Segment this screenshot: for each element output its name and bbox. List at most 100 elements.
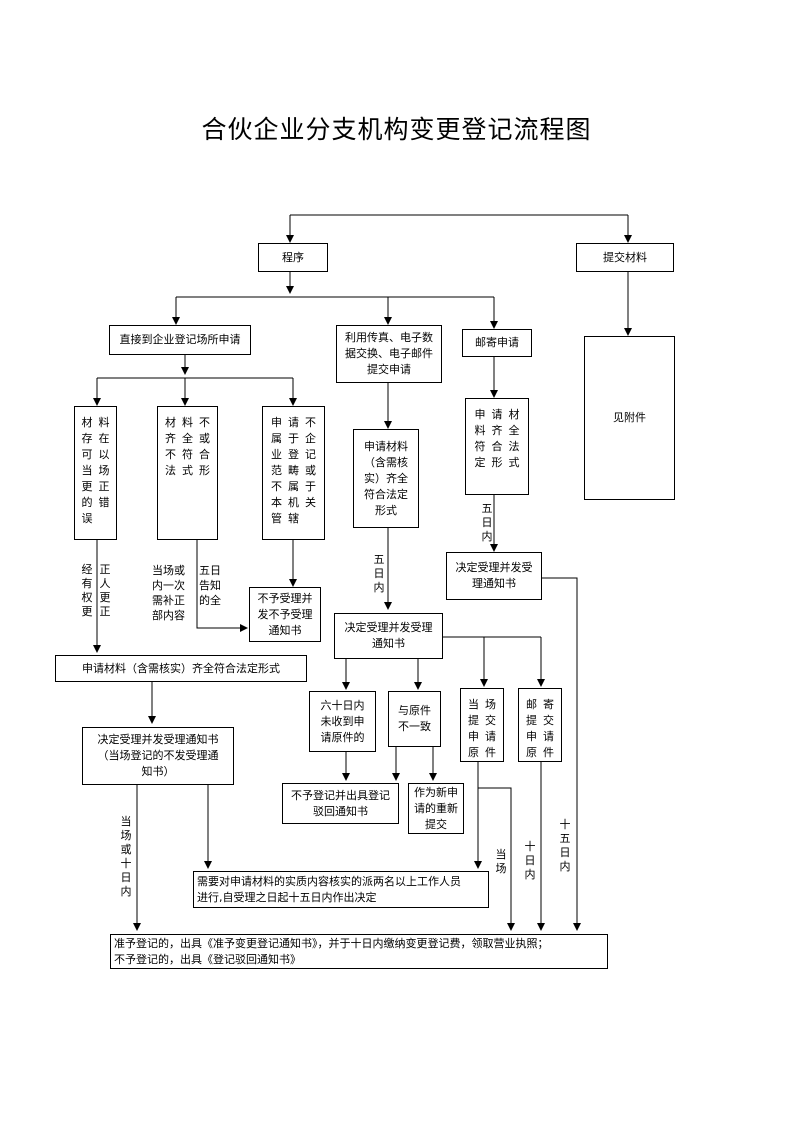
glyph: 关	[305, 496, 316, 509]
glyph: 人	[99, 577, 111, 590]
glyph: 的	[81, 496, 93, 509]
glyph: 料	[182, 416, 193, 429]
node-materials-complete: 申请材料（含需核实）齐全符合法定形式	[55, 655, 307, 682]
node-incomplete: 材齐不法 料全符式 不或合形	[157, 406, 218, 540]
glyph: 不	[165, 448, 176, 461]
page-title: 合伙企业分支机构变更登记流程图	[201, 115, 592, 144]
glyph: 正	[99, 605, 111, 618]
glyph: 更	[99, 591, 111, 604]
node-direct-apply: 直接到企业登记场所申请	[109, 325, 251, 355]
glyph: 或	[199, 432, 210, 445]
glyph: 场	[120, 829, 132, 842]
glyph: 请	[543, 730, 554, 743]
node-final: 准予登记的，出具《准予变更登记通知书》，并于十日内缴纳变更登记费，领取营业执照；…	[110, 934, 608, 969]
glyph: 范	[271, 464, 282, 477]
glyph: 式	[182, 464, 193, 477]
glyph: 十	[120, 857, 132, 870]
glyph: 请	[485, 730, 496, 743]
glyph: 寄	[543, 698, 554, 711]
glyph: 原	[526, 746, 537, 759]
node-decide-accept-electronic: 决定受理并发受理 通知书	[334, 613, 443, 659]
label-five-days-electronic: 五日内	[372, 553, 386, 595]
label-fifteen-days: 十五日内	[558, 818, 572, 874]
glyph: 符	[182, 448, 193, 461]
glyph: 邮	[526, 698, 537, 711]
node-onsite-original: 当提申原 场交请件	[460, 688, 504, 762]
connector	[196, 540, 248, 632]
glyph: 机	[288, 496, 299, 509]
glyph: 申	[271, 416, 282, 429]
node-correct-on-site: 材存可当更的误 料在以场正错	[74, 406, 117, 540]
glyph: 齐	[165, 432, 176, 445]
glyph: 场	[485, 698, 496, 711]
glyph: 齐	[491, 424, 503, 437]
glyph: 十	[524, 840, 536, 853]
glyph: 场	[98, 464, 110, 477]
glyph: 畴	[288, 464, 299, 477]
glyph: 申	[474, 408, 486, 421]
glyph: 内	[373, 581, 385, 594]
glyph: 日	[559, 846, 571, 859]
glyph: 场	[495, 862, 507, 875]
node-mail-original: 邮提申原 寄交请件	[518, 688, 562, 762]
glyph: 于	[288, 432, 299, 445]
glyph: 当	[81, 464, 93, 477]
glyph: 内	[559, 860, 571, 873]
glyph: 日	[524, 854, 536, 867]
glyph: 原	[468, 746, 479, 759]
glyph: 正	[98, 480, 110, 493]
glyph: 以	[98, 448, 110, 461]
glyph: 材	[81, 416, 93, 429]
glyph: 业	[271, 448, 282, 461]
node-sixty-days: 六十日内 未收到申 请原件的	[309, 691, 376, 752]
glyph: 或	[305, 464, 316, 477]
glyph: 当	[495, 848, 507, 861]
glyph: 属	[271, 432, 282, 445]
glyph: 料	[474, 424, 486, 437]
glyph: 日	[120, 871, 132, 884]
glyph: 有	[81, 577, 93, 590]
glyph: 五	[481, 502, 493, 515]
glyph: 提	[468, 714, 479, 727]
glyph: 错	[98, 496, 110, 509]
node-electronic-apply: 利用传真、电子数 据交换、电子邮件 提交申请	[336, 325, 442, 383]
node-resubmit: 作为新申 请的重新 提交	[408, 783, 464, 834]
node-not-in-scope: 申属业范不本管 请于登畴属机辖 不企记或于关	[262, 406, 325, 540]
glyph: 定	[474, 456, 486, 469]
glyph: 式	[508, 456, 520, 469]
node-inconsistent: 与原件 不一致	[388, 691, 441, 747]
glyph: 于	[305, 480, 316, 493]
label-notify-once: 当场或 内一次 需补正 部内容	[152, 564, 185, 622]
glyph: 权	[81, 591, 93, 604]
glyph: 申	[526, 730, 537, 743]
glyph: 十	[559, 818, 571, 831]
glyph: 内	[120, 885, 132, 898]
glyph: 材	[508, 408, 520, 421]
node-decide-accept-mail: 决定受理并发受 理通知书	[446, 552, 542, 600]
connector	[478, 787, 515, 931]
label-ten-days: 十日内	[523, 840, 537, 882]
glyph: 日	[373, 567, 385, 580]
glyph: 五	[373, 553, 385, 566]
glyph: 法	[165, 464, 176, 477]
glyph: 本	[271, 496, 282, 509]
glyph: 经	[81, 563, 93, 576]
glyph: 合	[199, 448, 210, 461]
label-five-days-mail: 五日内	[480, 502, 494, 544]
label-correct-right: 正人更正	[98, 563, 112, 619]
glyph: 存	[81, 432, 93, 445]
glyph: 料	[98, 416, 110, 429]
node-decide-accept-direct: 决定受理并发受理通知书 （当场登记的不发受理通 知书）	[82, 727, 234, 785]
glyph: 不	[305, 416, 316, 429]
glyph: 记	[305, 448, 316, 461]
glyph: 交	[543, 714, 554, 727]
glyph: 不	[199, 416, 210, 429]
glyph: 在	[98, 432, 110, 445]
node-submit-materials: 提交材料	[576, 243, 674, 272]
glyph: 辖	[288, 512, 299, 525]
glyph: 日	[481, 516, 493, 529]
glyph: 件	[485, 746, 496, 759]
glyph: 材	[165, 416, 176, 429]
glyph: 全	[508, 424, 520, 437]
